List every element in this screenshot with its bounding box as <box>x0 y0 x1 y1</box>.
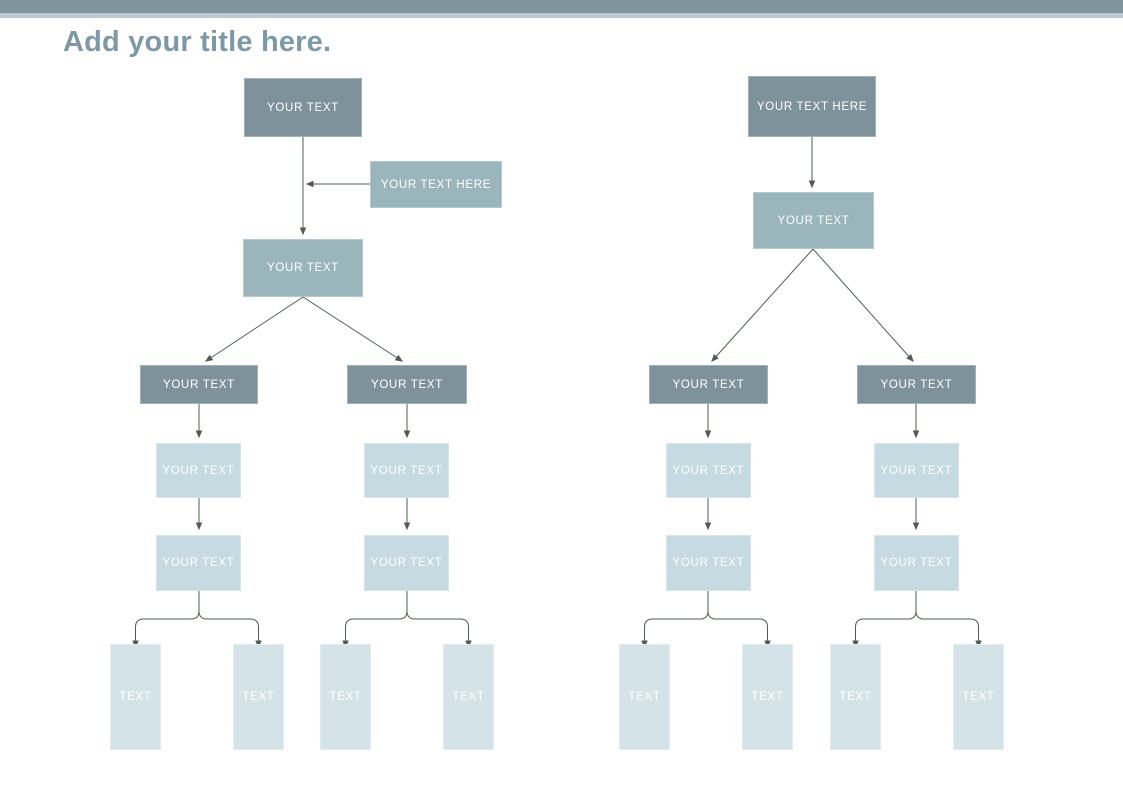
right-leaf-box-2: TEXT <box>742 644 793 750</box>
left-root-box: YOUR TEXT <box>244 78 362 137</box>
connector-left-fork-a <box>204 296 304 362</box>
connector-branch <box>852 591 917 649</box>
left-leaf-box-1: TEXT <box>110 644 161 750</box>
top-accent-bar <box>0 0 1123 18</box>
left-leaf-box-4: TEXT <box>443 644 494 750</box>
right-sub-box-1a: YOUR TEXT <box>666 443 751 498</box>
right-sub-box-2a: YOUR TEXT <box>874 443 959 498</box>
left-sub-box-1a: YOUR TEXT <box>156 443 241 498</box>
connector-branch <box>132 591 200 649</box>
left-sub-box-1b: YOUR TEXT <box>156 535 241 591</box>
left-sub-box-2b: YOUR TEXT <box>364 535 449 591</box>
connector-branch <box>342 591 408 649</box>
connector-right-fork-a <box>711 248 814 362</box>
connector-branch <box>641 591 709 649</box>
page-title: Add your title here. <box>63 26 332 58</box>
connector-branch <box>406 591 472 649</box>
left-side-note-box: YOUR TEXT HERE <box>370 161 502 208</box>
right-sub-box-1b: YOUR TEXT <box>666 535 751 591</box>
right-mid-box: YOUR TEXT <box>753 192 874 249</box>
left-branch-box-2: YOUR TEXT <box>347 365 467 404</box>
right-leaf-box-4: TEXT <box>953 644 1004 750</box>
left-branch-box-1: YOUR TEXT <box>140 365 258 404</box>
right-branch-box-1: YOUR TEXT <box>649 365 768 404</box>
right-leaf-box-3: TEXT <box>830 644 881 750</box>
right-sub-box-2b: YOUR TEXT <box>874 535 959 591</box>
left-leaf-box-3: TEXT <box>320 644 371 750</box>
left-leaf-box-2: TEXT <box>233 644 284 750</box>
connector-left-fork-b <box>302 296 404 362</box>
right-root-box: YOUR TEXT HERE <box>748 76 876 137</box>
connector-branch <box>198 591 262 649</box>
left-sub-box-2a: YOUR TEXT <box>364 443 449 498</box>
right-branch-box-2: YOUR TEXT <box>857 365 976 404</box>
connector-right-fork-b <box>812 248 914 362</box>
connector-branch <box>707 591 771 649</box>
right-leaf-box-1: TEXT <box>619 644 670 750</box>
left-mid-box: YOUR TEXT <box>243 239 363 297</box>
connector-branch <box>915 591 982 649</box>
